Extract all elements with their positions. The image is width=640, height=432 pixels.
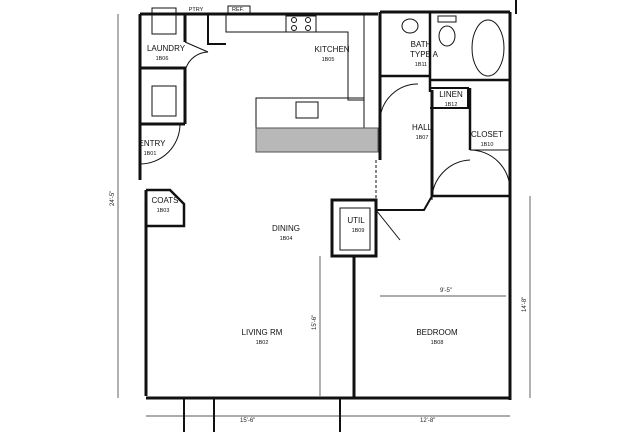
- living-tag: 1B02: [256, 340, 269, 346]
- dim-bedroom-inner-label: 9'-5": [440, 288, 452, 294]
- living-label: LIVING RM: [242, 328, 283, 337]
- wall-pantry: [207, 14, 226, 45]
- util-door: [375, 209, 401, 241]
- room-labels: PTRY REF. LAUNDRY 1B06 KITCHEN 1B05 BATH…: [139, 7, 504, 346]
- dimension-lines: [117, 14, 531, 417]
- wall-hall-bedroom: [376, 195, 433, 211]
- bath-sublabel: TYPE A: [410, 50, 439, 59]
- lavatory: [401, 18, 419, 34]
- sink: [295, 101, 319, 119]
- util-tag: 1B09: [352, 228, 365, 234]
- wall-bottom-ext: [183, 398, 341, 432]
- bedroom-label: BEDROOM: [416, 328, 458, 337]
- range: [285, 15, 317, 33]
- refrigerator-label: REF.: [232, 7, 244, 13]
- toilet: [438, 25, 456, 47]
- tub: [471, 19, 505, 77]
- dining-label: DINING: [272, 224, 300, 233]
- dining-tag: 1B04: [280, 236, 293, 242]
- hall-tag: 1B07: [416, 135, 429, 141]
- dryer: [151, 85, 177, 117]
- dim-overall-depth: 24'-5": [110, 191, 116, 206]
- kitchen-tag: 1B05: [322, 57, 335, 63]
- dim-bedroom-depth-label: 14'-8": [522, 297, 528, 312]
- laundry-tag: 1B06: [156, 56, 169, 62]
- refrigerator-box: [227, 5, 251, 15]
- burner-1: [291, 17, 297, 23]
- closet-label: CLOSET: [471, 130, 503, 139]
- hall-label: HALL: [412, 123, 433, 132]
- coats-label: COATS: [152, 196, 179, 205]
- linen-label: LINEN: [439, 90, 463, 99]
- toilet-tank: [437, 15, 457, 23]
- entry-tag: 1B01: [144, 151, 157, 157]
- walls: [138, 0, 517, 432]
- linen-tag: 1B12: [445, 102, 458, 108]
- kitchen-label: KITCHEN: [314, 45, 349, 54]
- dim-living-width-label: 15'-6": [240, 418, 255, 424]
- closet-door: [469, 149, 511, 191]
- util-label: UTIL: [347, 216, 365, 225]
- door-swings: [139, 123, 511, 241]
- burner-4: [305, 25, 311, 31]
- bath-tag: 1B11: [415, 62, 427, 68]
- wall-util: [330, 198, 378, 258]
- island-hatch: [255, 127, 379, 153]
- coats-tag: 1B03: [157, 208, 170, 214]
- pantry-label: PTRY: [189, 7, 204, 13]
- bath-fixtures: [379, 15, 505, 121]
- burner-3: [291, 25, 297, 31]
- wall-linen: [430, 87, 469, 109]
- dim-bedroom-width-label: 12'-8": [420, 418, 435, 424]
- burner-2: [305, 17, 311, 23]
- wall-coats: [146, 188, 186, 228]
- counter-top: [225, 14, 365, 101]
- entry-door: [139, 123, 181, 165]
- bath-door: [379, 83, 419, 121]
- kitchen-counters: [225, 5, 379, 153]
- bedroom-door: [431, 159, 471, 201]
- dim-vertical-note: 15'-6": [312, 315, 318, 330]
- closet-tag: 1B10: [481, 142, 494, 148]
- bath-label: BATH: [411, 40, 432, 49]
- wall-util-inner: [339, 207, 371, 251]
- wall-laundry-bottom: [140, 66, 187, 124]
- laundry-door: [184, 41, 209, 69]
- dimension-labels: 24'-5" 9'-5" 14'-8" 15'-6" 12'-8" 15'-6": [110, 191, 528, 424]
- washer: [151, 7, 177, 35]
- entry-label: ENTRY: [139, 139, 167, 148]
- laundry-fixtures: [151, 7, 209, 117]
- laundry-label: LAUNDRY: [147, 44, 186, 53]
- bedroom-tag: 1B08: [431, 340, 444, 346]
